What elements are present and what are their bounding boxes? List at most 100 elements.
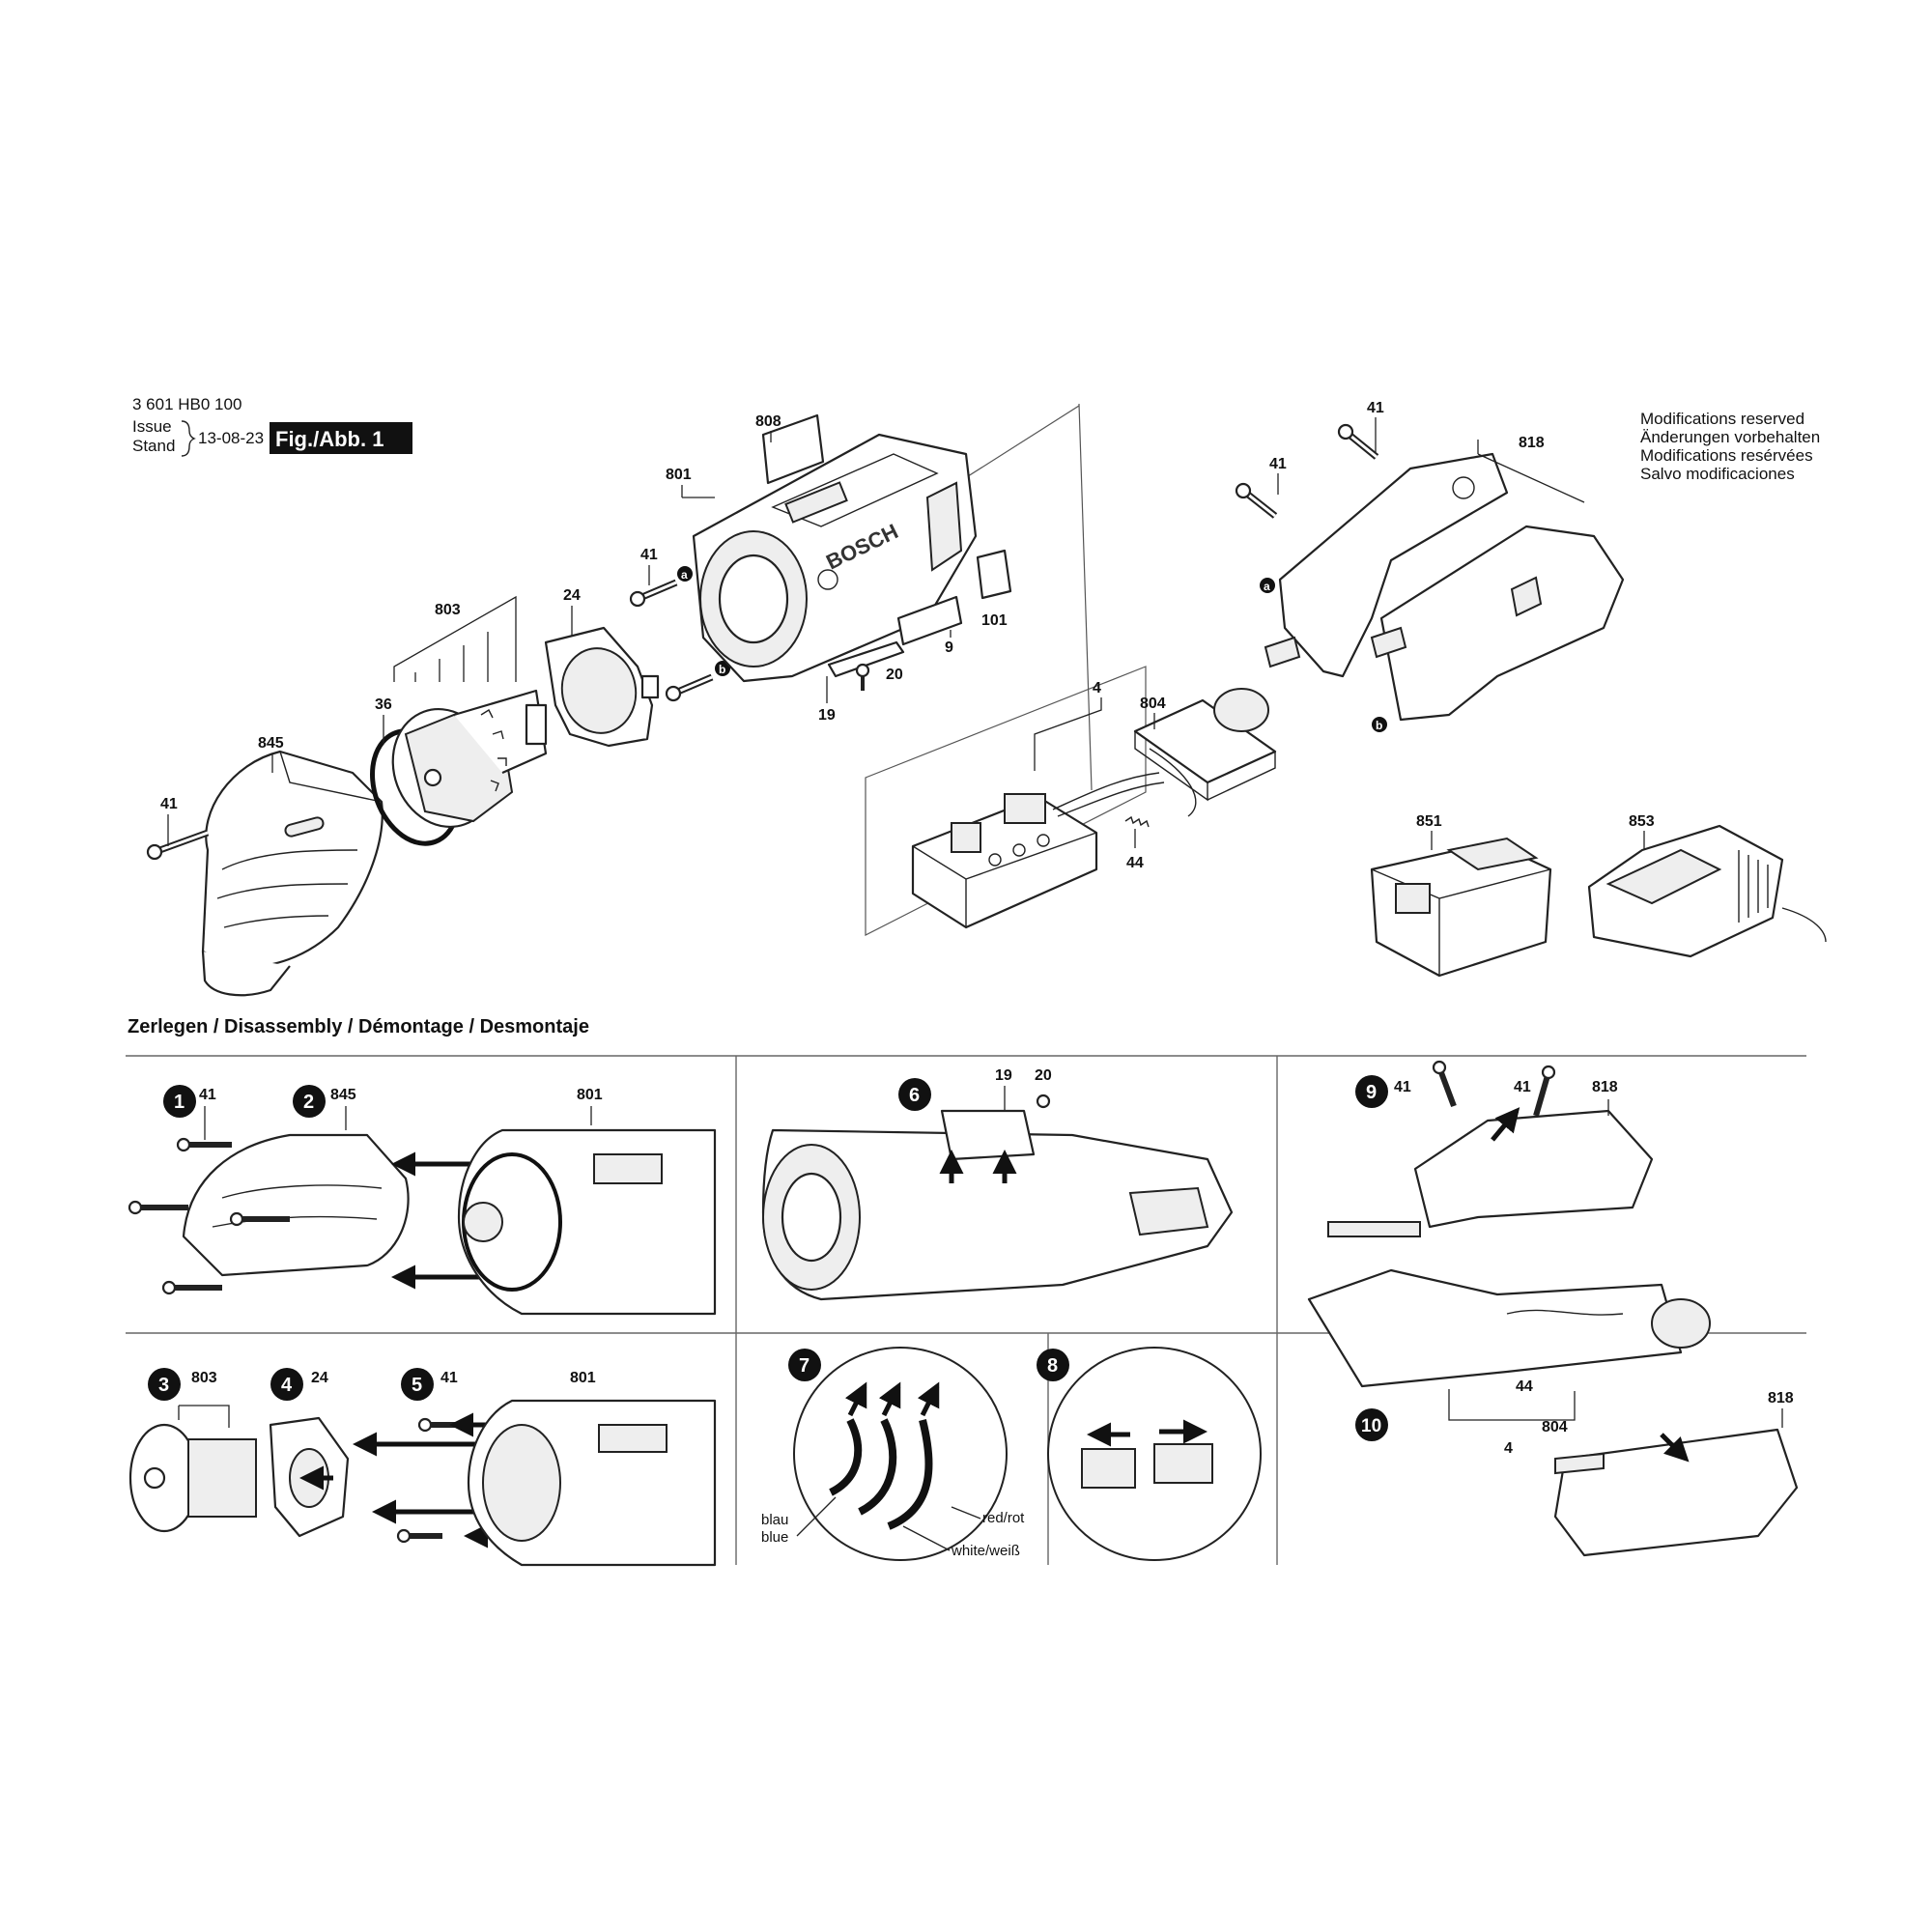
s6-label-19: 19 <box>995 1067 1012 1084</box>
s9-label-41b: 41 <box>1514 1079 1531 1095</box>
bearing-ring-24 <box>544 626 660 748</box>
stand-date: 13-08-23 <box>198 429 264 447</box>
rotor-803 <box>391 689 548 829</box>
label-101: 101 <box>981 612 1008 629</box>
housing-shell-818-left <box>1264 452 1509 678</box>
label-41-top1: 41 <box>1367 400 1384 416</box>
label-plate-9 <box>896 595 963 646</box>
speed-wheel-icon <box>1213 688 1269 732</box>
s9-label-818: 818 <box>1592 1079 1618 1095</box>
label-818: 818 <box>1519 435 1545 451</box>
callout-b-shell <box>1372 717 1387 732</box>
screw-41-top1 <box>1337 423 1379 460</box>
label-41-top2: 41 <box>1269 456 1287 472</box>
label-4: 4 <box>1093 680 1101 696</box>
svg-text:9: 9 <box>1366 1082 1377 1103</box>
svg-text:3: 3 <box>158 1375 169 1396</box>
s10-label-44: 44 <box>1516 1378 1533 1395</box>
step-badge-8 <box>1037 1349 1069 1381</box>
step-badge-6 <box>898 1078 931 1111</box>
brace-icon <box>181 420 196 457</box>
modifications-es: Salvo modificaciones <box>1640 465 1795 483</box>
panel-step-8: 8 <box>1037 1347 1262 1561</box>
modifications-fr: Modifications resérvées <box>1640 446 1813 465</box>
svg-text:a: a <box>1264 580 1270 593</box>
screw-41-a <box>629 579 678 608</box>
panel-step-9: 9 41 41 818 <box>1327 1060 1654 1237</box>
label-803: 803 <box>435 602 461 618</box>
step-badge-5 <box>401 1368 434 1401</box>
motor-housing-801: BOSCH <box>692 433 978 683</box>
stand-label: Stand <box>132 437 175 455</box>
label-24: 24 <box>563 587 581 604</box>
s1-label-801: 801 <box>577 1087 603 1103</box>
s10-electronics <box>1307 1268 1683 1388</box>
label-plate-808 <box>761 413 825 485</box>
s3-label-803: 803 <box>191 1370 217 1386</box>
s4-label-24: 24 <box>311 1370 328 1386</box>
callout-a-front <box>677 566 693 582</box>
svg-text:10: 10 <box>1361 1416 1381 1436</box>
wire-blue: blue <box>761 1529 788 1546</box>
step-badge-7 <box>788 1349 821 1381</box>
step-badge-1 <box>163 1085 196 1118</box>
s9-label-41a: 41 <box>1394 1079 1411 1095</box>
step-badge-10 <box>1355 1408 1388 1441</box>
figure-badge <box>270 422 412 454</box>
issue-label: Issue <box>132 417 172 436</box>
wire-red: red/rot <box>982 1510 1025 1526</box>
label-801: 801 <box>666 467 692 483</box>
svg-text:2: 2 <box>303 1092 314 1113</box>
s3-label-801: 801 <box>570 1370 596 1386</box>
label-36: 36 <box>375 696 392 713</box>
modifications-en: Modifications reserved <box>1640 410 1804 428</box>
document-header: 3 601 HB0 100 Issue Stand 13-08-23 Fig./… <box>132 395 412 457</box>
s1-screws <box>128 1137 290 1295</box>
modifications-note: Modifications reserved Änderungen vorbeh… <box>1640 410 1820 483</box>
s6-cover-19 <box>940 1109 1036 1161</box>
figure-label: Fig./Abb. 1 <box>275 427 384 451</box>
step-badge-2 <box>293 1085 326 1118</box>
label-9: 9 <box>945 639 953 656</box>
modifications-de: Änderungen vorbehalten <box>1640 428 1820 446</box>
callout-a-shell <box>1260 578 1275 593</box>
screw-41-b <box>665 673 714 702</box>
label-808: 808 <box>755 413 781 430</box>
cover-plate-19 <box>827 640 905 678</box>
housing-shell-818-right <box>1370 525 1625 722</box>
step-badge-3 <box>148 1368 181 1401</box>
label-plate-101 <box>976 549 1012 600</box>
s1-label-41: 41 <box>199 1087 216 1103</box>
battery-pack-851 <box>1370 837 1552 978</box>
label-20: 20 <box>886 667 903 683</box>
exploded-view: 41 845 36 803 24 <box>146 400 1827 997</box>
svg-text:8: 8 <box>1047 1355 1058 1377</box>
s10-label-4: 4 <box>1504 1440 1513 1457</box>
screw-41-top2 <box>1235 482 1278 519</box>
s10-label-818: 818 <box>1768 1390 1794 1406</box>
svg-text:b: b <box>719 663 725 676</box>
step-badge-4 <box>270 1368 303 1401</box>
label-41-head: 41 <box>160 796 178 812</box>
label-851: 851 <box>1416 813 1442 830</box>
label-41-front: 41 <box>640 547 658 563</box>
label-845: 845 <box>258 735 284 752</box>
s10-shell-818 <box>1553 1428 1799 1557</box>
s10-label-804: 804 <box>1542 1419 1568 1435</box>
wire-white: white/weiß <box>951 1543 1020 1559</box>
label-19: 19 <box>818 707 836 724</box>
panel-steps-1-2: 1 41 2 845 801 <box>128 1085 717 1316</box>
s6-screw-20 <box>1036 1094 1051 1109</box>
screw-20 <box>855 663 870 691</box>
panel-step-10: 10 44 804 4 818 <box>1307 1268 1799 1557</box>
label-804: 804 <box>1140 696 1166 712</box>
step-badge-9 <box>1355 1075 1388 1108</box>
s9-shell-818 <box>1413 1109 1654 1229</box>
disassembly-title: Zerlegen / Disassembly / Démontage / Des… <box>128 1016 589 1037</box>
doc-number: 3 601 HB0 100 <box>132 395 242 413</box>
electronics-module-4 <box>911 772 1165 929</box>
charger-853 <box>1587 824 1827 958</box>
gear-head-845 <box>201 750 384 997</box>
svg-text:7: 7 <box>799 1355 810 1377</box>
s7-detail-circle <box>793 1347 1008 1561</box>
